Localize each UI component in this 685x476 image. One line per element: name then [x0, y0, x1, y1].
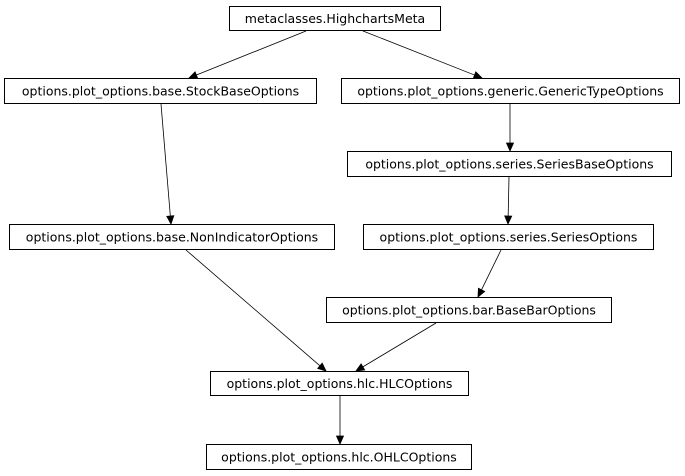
node-box — [363, 224, 654, 250]
node-series-options[interactable]: options.plot_options.series.SeriesOption… — [363, 224, 654, 250]
edge-line — [481, 249, 502, 290]
edge-line — [362, 322, 437, 368]
node-label: options.plot_options.hlc.HLCOptions — [227, 376, 453, 391]
edge-line — [507, 176, 510, 217]
node-stock-base-options[interactable]: options.plot_options.base.StockBaseOptio… — [4, 78, 317, 104]
node-label: options.plot_options.bar.BaseBarOptions — [342, 303, 596, 318]
node-box — [210, 371, 469, 396]
node-series-base-options[interactable]: options.plot_options.series.SeriesBaseOp… — [347, 151, 672, 177]
edge-line — [160, 103, 171, 217]
edge-highcharts-meta-to-generic-type-options — [362, 30, 483, 79]
edge-highcharts-meta-to-stock-base-options — [188, 30, 307, 79]
arrowhead — [477, 287, 486, 298]
edge-hlc-options-to-ohlc-options — [335, 396, 345, 445]
edge-base-bar-options-to-hlc-options — [355, 322, 437, 372]
node-label: options.plot_options.hlc.OHLCOptions — [221, 450, 457, 465]
node-label: options.plot_options.generic.GenericType… — [357, 84, 663, 99]
edge-series-base-options-to-series-options — [504, 176, 513, 225]
edge-generic-type-options-to-series-base-options — [505, 104, 515, 152]
node-base-bar-options[interactable]: options.plot_options.bar.BaseBarOptions — [326, 297, 612, 323]
arrowhead — [505, 142, 515, 152]
edges-layer — [160, 30, 515, 445]
edge-line — [185, 249, 321, 367]
arrowhead — [317, 362, 327, 372]
node-box — [4, 78, 317, 104]
node-ohlc-options[interactable]: options.plot_options.hlc.OHLCOptions — [206, 444, 472, 470]
node-box — [347, 151, 672, 177]
node-box — [341, 78, 680, 104]
edge-line — [196, 30, 307, 76]
node-label: options.plot_options.base.StockBaseOptio… — [22, 84, 299, 99]
arrowhead — [335, 435, 345, 445]
arrowhead — [472, 71, 483, 79]
node-box — [9, 224, 335, 250]
node-box — [229, 6, 441, 31]
node-non-indicator-options[interactable]: options.plot_options.base.NonIndicatorOp… — [9, 224, 335, 250]
arrowhead — [504, 215, 513, 225]
arrowhead — [166, 215, 175, 225]
node-label: metaclasses.HighchartsMeta — [245, 11, 425, 26]
arrowhead — [355, 363, 366, 372]
node-box — [326, 297, 612, 323]
node-label: options.plot_options.base.NonIndicatorOp… — [26, 230, 318, 245]
node-box — [206, 444, 472, 470]
nodes-layer: metaclasses.HighchartsMeta options.plot_… — [4, 6, 680, 470]
node-label: options.plot_options.series.SeriesBaseOp… — [365, 157, 653, 172]
node-label: options.plot_options.series.SeriesOption… — [380, 230, 638, 245]
arrowhead — [188, 71, 199, 79]
edge-line — [362, 30, 475, 76]
edge-stock-base-options-to-non-indicator-options — [160, 103, 175, 225]
node-highcharts-meta[interactable]: metaclasses.HighchartsMeta — [229, 6, 441, 31]
node-generic-type-options[interactable]: options.plot_options.generic.GenericType… — [341, 78, 680, 104]
edge-series-options-to-base-bar-options — [477, 249, 502, 298]
node-hlc-options[interactable]: options.plot_options.hlc.HLCOptions — [210, 371, 469, 396]
edge-non-indicator-options-to-hlc-options — [185, 249, 327, 372]
